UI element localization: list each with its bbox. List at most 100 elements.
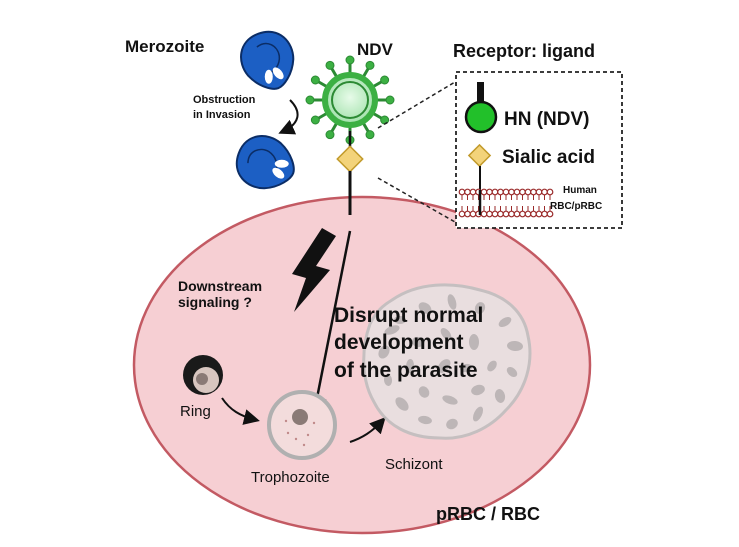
merozoite-spot [447,294,457,310]
lipid-head [497,188,504,196]
virus-spike-head [310,75,320,85]
lipid-head [546,210,554,218]
obstruction-label-line1: Obstruction [193,94,256,106]
lipid-head [491,188,499,196]
zoom-line-bottom [377,177,456,223]
trophozoite-to-schizont-arrow [349,417,386,443]
virus-spike [330,122,338,133]
merozoite-spot [383,374,393,386]
merozoite-spot [395,397,409,411]
lipid-head [524,210,532,218]
ring-to-trophozoite-arrow [221,397,260,425]
virus-spike-head [385,95,395,105]
schizont-icon [362,283,532,440]
virus-spike-head [310,115,320,125]
invasion-arrow [278,99,299,135]
merozoite-spot [487,360,497,372]
merozoite-spot [474,302,486,314]
human-label-line2: RBC/pRBC [550,201,602,212]
lipid-head [519,188,526,196]
ring-label: Ring [180,403,211,420]
receptor-title: Receptor: ligand [453,41,595,61]
membrane-bilayer-icon [458,188,554,218]
virus-spike-head [365,60,375,70]
merozoite-spot [384,325,400,335]
virus-spike [317,112,328,120]
virus-spike [330,67,338,78]
lipid-head [513,188,521,196]
downstream-label-line1: Downstream [178,278,262,294]
virus-spike [372,80,383,88]
lipid-head [491,210,499,218]
lipid-head [497,210,504,218]
merozoite-spot [440,327,452,341]
disrupt-label-line3: of the parasite [334,359,478,382]
merozoite-top-icon [240,30,295,90]
merozoite-spot [472,406,484,422]
ring-stage-icon [183,355,223,395]
lipid-head [508,210,515,218]
merozoite-spot [418,386,430,398]
merozoite-spot [498,316,512,328]
merozoite-spot [394,316,406,324]
sialic-acid-legend-icon [467,143,492,168]
merozoite-spot [418,302,432,314]
lipid-head [469,210,477,218]
lipid-head [535,188,543,196]
lipid-head [541,210,548,218]
lipid-head [464,210,471,218]
inhibition-line [315,230,352,399]
lipid-head [486,188,493,196]
prbc-rbc-label: pRBC / RBC [436,504,540,524]
merozoite-spot [378,345,390,359]
merozoite-spot [494,389,506,403]
lipid-head [530,210,537,218]
lipid-head [502,210,510,218]
lipid-head [469,188,477,196]
sialic-acid-label: Sialic acid [502,147,595,168]
hn-ndv-label: HN (NDV) [504,109,590,130]
merozoite-spot [468,334,480,350]
virus-spike-head [380,75,390,85]
ndv-virus-icon [305,55,395,145]
trophozoite-icon [267,390,337,460]
lightning-bolt-icon [292,228,336,312]
lipid-head [458,210,466,218]
virus-spike-head [325,130,335,140]
lipid-head [530,188,537,196]
lipid-head [480,210,488,218]
virus-spike [362,122,370,133]
lipid-head [519,210,526,218]
trophozoite-label: Trophozoite [251,469,330,486]
merozoite-spot [412,336,424,348]
zoom-line-top [377,81,456,129]
lipid-head [502,188,510,196]
merozoite-spot [405,359,415,373]
merozoite-spot [506,367,518,377]
virus-spike-head [325,60,335,70]
obstruction-label-line2: in Invasion [193,109,251,121]
lipid-head [546,188,554,196]
merozoite-spot [418,415,432,425]
hn-ndv-icon [464,100,498,134]
merozoite-spot [471,384,485,396]
lipid-head [535,210,543,218]
sialic-acid-diamond [336,145,364,173]
hn-stem-icon [477,82,484,104]
merozoite-bottom-icon [235,135,295,190]
ndv-label: NDV [357,40,394,59]
virus-spike-head [345,55,355,65]
human-label-line1: Human [563,185,597,196]
merozoite-spot [437,359,451,373]
merozoite-spot [442,395,458,405]
merozoite-spot [446,418,458,430]
virus-spike-head [365,130,375,140]
lipid-head [508,188,515,196]
virus-spike-head [305,95,315,105]
merozoite-label: Merozoite [125,37,204,56]
virus-spike [317,80,328,88]
lipid-head [513,210,521,218]
disrupt-label-line1: Disrupt normal [334,304,483,327]
lipid-head [541,188,548,196]
